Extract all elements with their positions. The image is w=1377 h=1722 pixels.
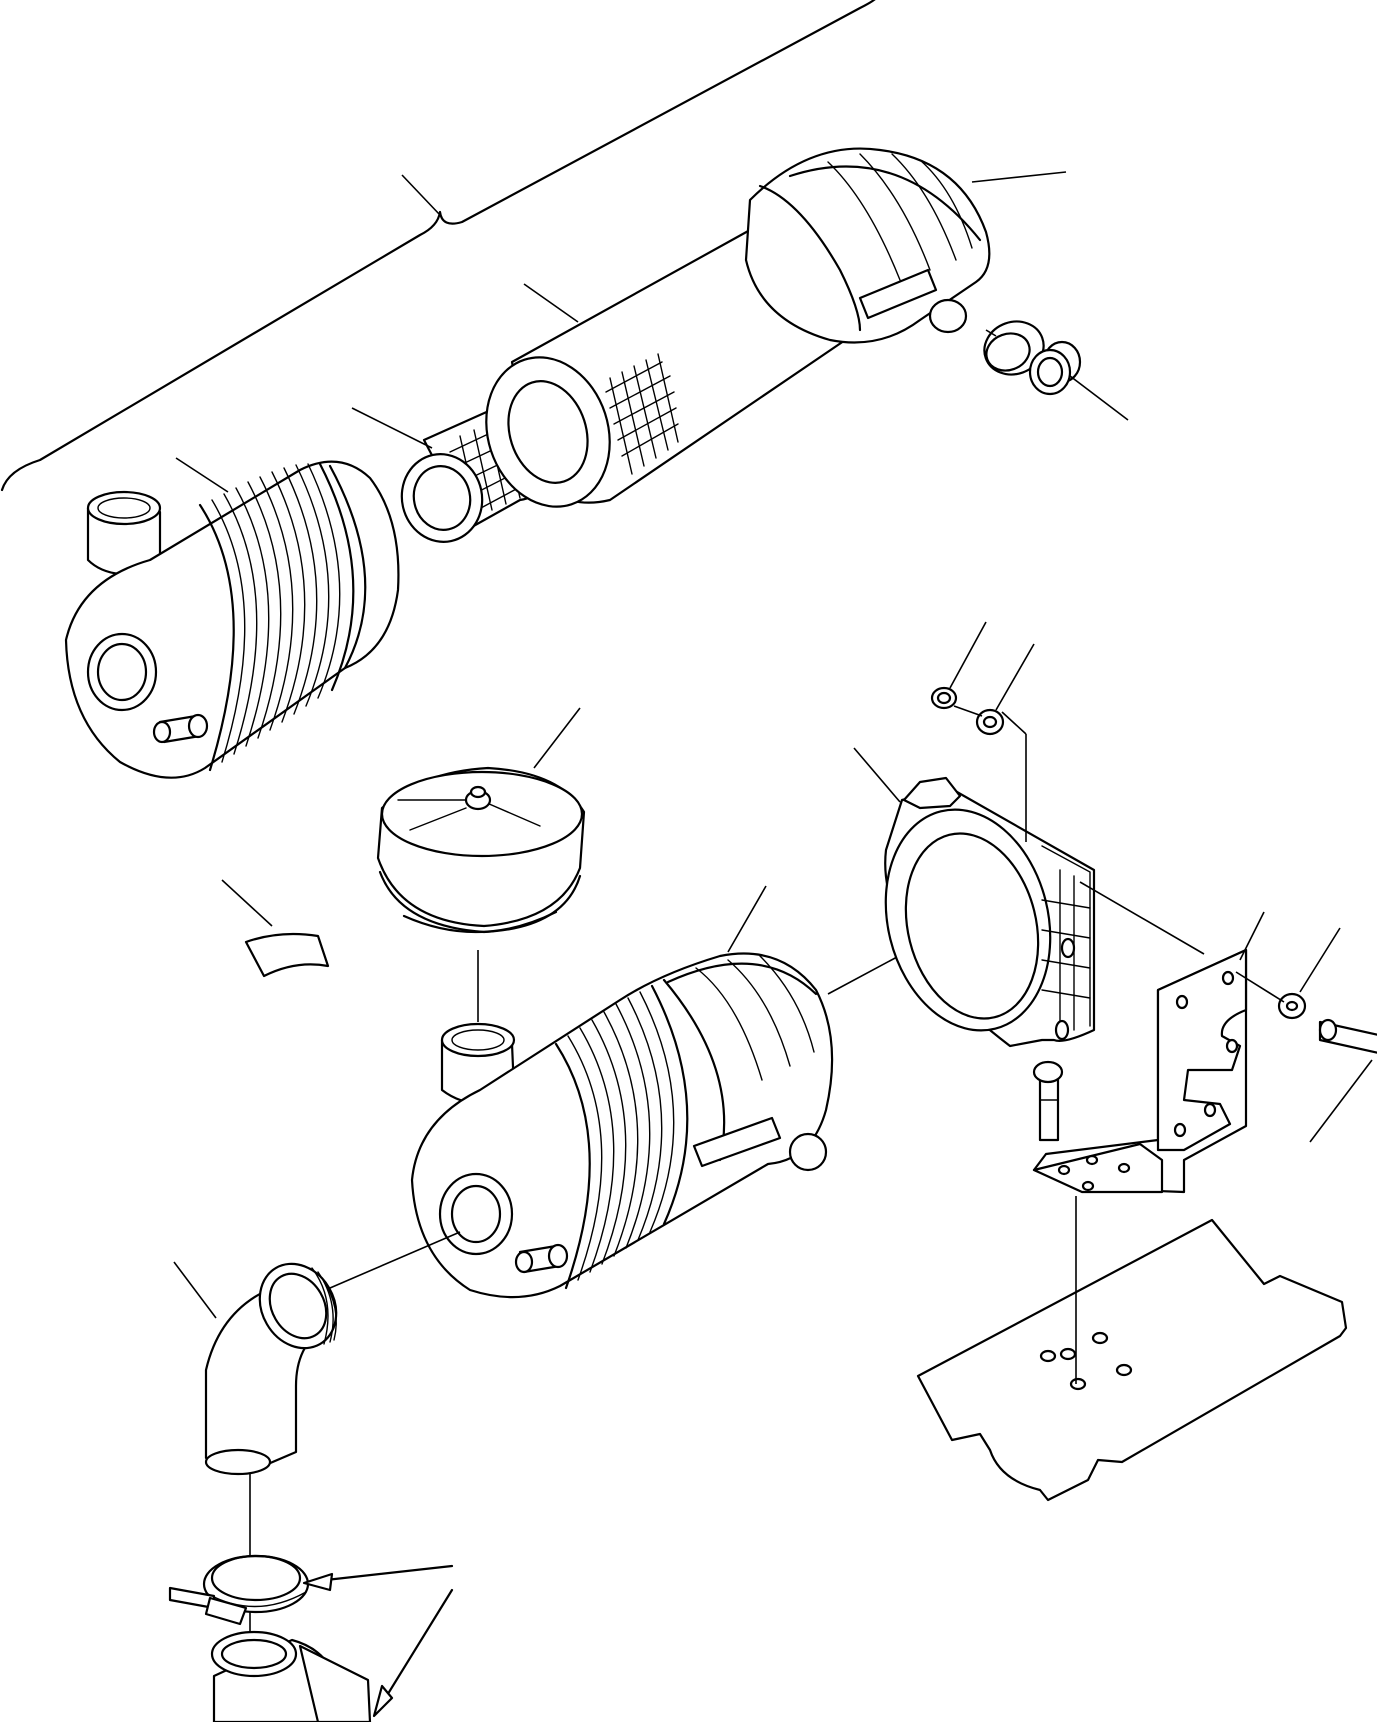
leader-pre-cleaner [533, 707, 581, 769]
leader-intake-axis [329, 1231, 461, 1289]
air-cleaner-assembly-icon [329, 885, 967, 1299]
intake-elbow-icon [210, 1588, 454, 1722]
decal-label-icon [221, 879, 330, 978]
filter-body-upper-icon [64, 457, 400, 779]
leader-safety-filter [351, 407, 433, 449]
leader-bracket-washer [1299, 927, 1341, 993]
valve-plug-icon [1028, 340, 1129, 421]
base-bolt-icon [1032, 1060, 1077, 1384]
elbow-hose-icon [173, 1261, 338, 1690]
leader-valve-plug [1069, 375, 1129, 421]
mounting-bracket-icon [1032, 911, 1265, 1194]
assembly-brace [0, 0, 876, 492]
leader-washer [995, 643, 1035, 711]
leader-decal [221, 879, 273, 927]
leader-air-cleaner [727, 885, 767, 953]
hose-clamp-icon [168, 1554, 454, 1626]
filter-housing-cover-icon [744, 147, 1067, 344]
washer-icon [953, 643, 1035, 736]
mounting-plate-icon [916, 1218, 1348, 1502]
leader-mounting-bracket [1239, 911, 1265, 961]
leader-housing-cover [971, 171, 1067, 183]
bracket-washer-icon [1235, 927, 1341, 1020]
nut-icon [930, 621, 987, 710]
leader-brace [401, 174, 441, 216]
leader-nut [949, 621, 987, 689]
leader-main-filter [523, 283, 579, 323]
mounting-band-icon [853, 734, 1205, 1048]
pre-cleaner-cap-icon [376, 707, 586, 1022]
dust-valve-icon [983, 320, 1045, 376]
leader-mounting-band [853, 747, 901, 803]
bracket-bolt-icon [1309, 1018, 1377, 1143]
leader-elbow-hose [173, 1261, 217, 1319]
leader-bracket-bolt [1309, 1059, 1373, 1143]
leader-filter-body-upper [175, 457, 229, 493]
